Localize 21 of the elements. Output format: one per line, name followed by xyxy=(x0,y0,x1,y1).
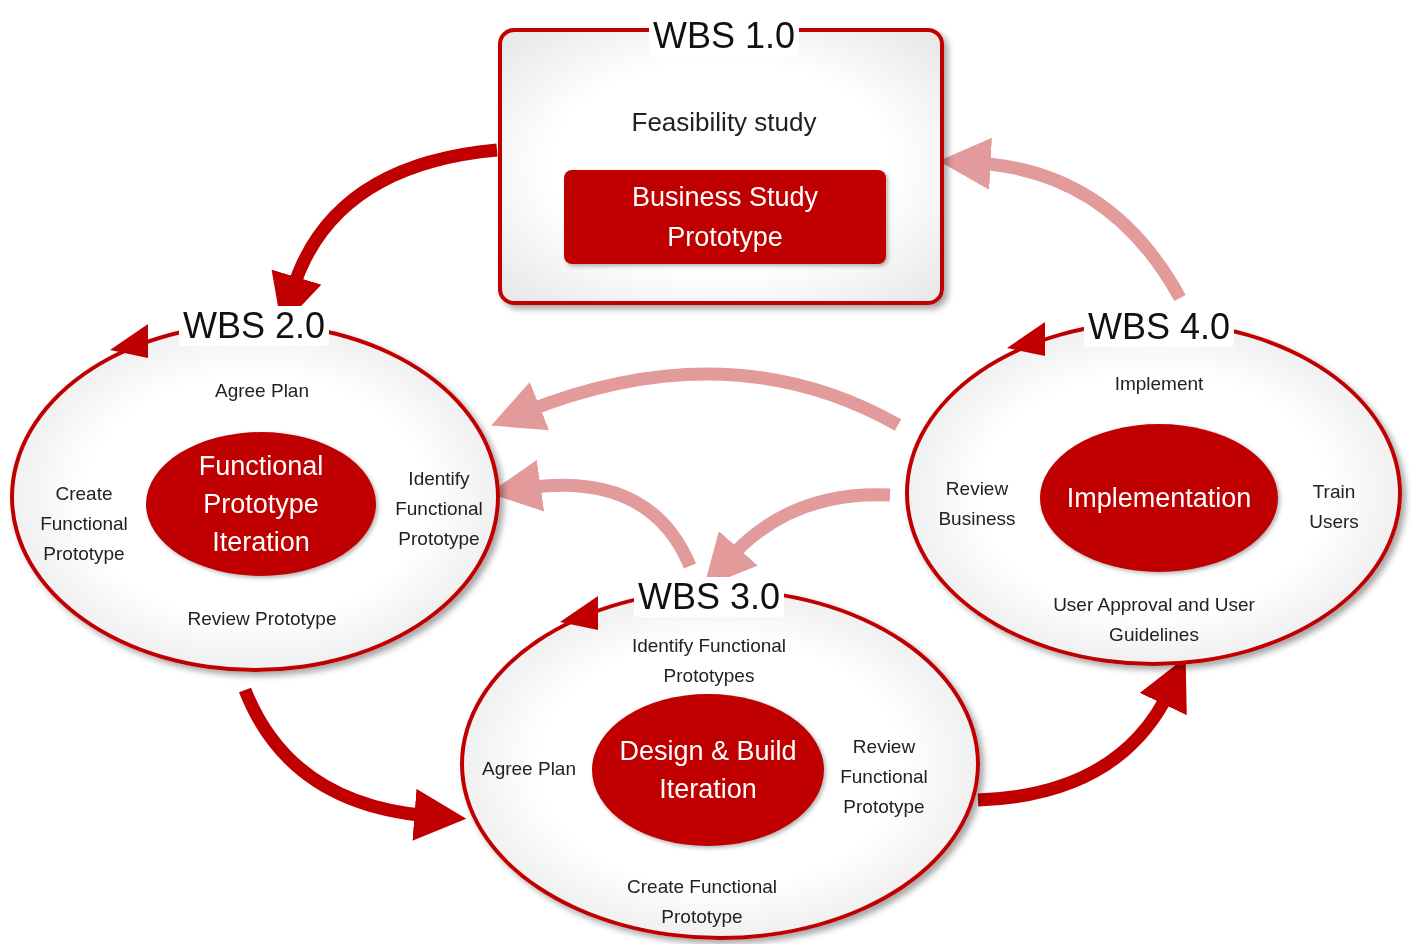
deliverable-box: Business Study Prototype xyxy=(564,170,886,264)
step-label: Review Prototype xyxy=(186,607,338,631)
step-label: Review Business xyxy=(937,477,1017,531)
step-label: Create Functional Prototype xyxy=(39,482,129,566)
iteration-ellipse: Implementation xyxy=(1040,424,1278,572)
step-label: Implement xyxy=(1113,372,1205,396)
curved-arrow xyxy=(239,687,467,841)
step-label: User Approval and User Guidelines xyxy=(1052,593,1256,647)
step-label: Review Functional Prototype xyxy=(839,735,929,819)
step-label: Identify Functional Prototype xyxy=(394,467,484,551)
step-label: Feasibility study xyxy=(630,107,818,137)
iteration-ellipse: Functional Prototype Iteration xyxy=(146,432,376,576)
step-label: Agree Plan xyxy=(481,757,577,781)
step-label: Identify Functional Prototypes xyxy=(630,634,788,688)
step-label: Train Users xyxy=(1308,480,1360,534)
step-label: Agree Plan xyxy=(214,379,310,403)
phase-title: WBS 2.0 xyxy=(178,306,330,346)
curved-arrow xyxy=(490,367,901,432)
step-label: Create Functional Prototype xyxy=(626,875,778,929)
iteration-ellipse: Design & Build Iteration xyxy=(592,694,824,846)
phase-title: WBS 3.0 xyxy=(633,577,785,617)
